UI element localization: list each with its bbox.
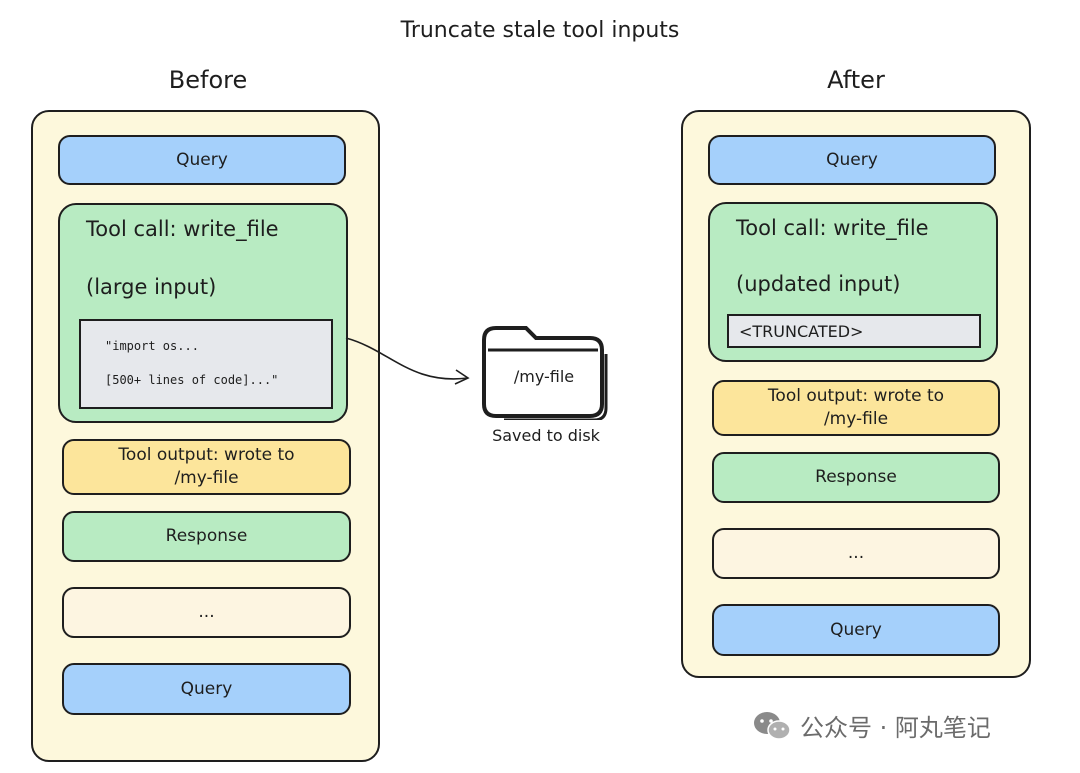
watermark-text: 公众号 · 阿丸笔记 — [800, 714, 991, 742]
after-tool-output: Tool output: wrote to /my-file — [712, 380, 1000, 436]
before-tool-output: Tool output: wrote to /my-file — [62, 439, 351, 495]
folder-caption: Saved to disk — [492, 426, 600, 445]
before-code-block: "import os... [500+ lines of code]..." — [79, 319, 333, 409]
before-query-bottom: Query — [62, 663, 351, 715]
after-query-top: Query — [708, 135, 996, 185]
after-tool-call: Tool call: write_file (updated input) <T… — [708, 202, 998, 362]
diagram-title: Truncate stale tool inputs — [400, 18, 680, 43]
after-response: Response — [712, 452, 1000, 503]
arrow-to-folder — [345, 337, 470, 385]
code-line-2: [500+ lines of code]..." — [105, 373, 279, 387]
after-ellipsis: ... — [712, 528, 1000, 579]
before-ellipsis: ... — [62, 587, 351, 638]
truncated-input: <TRUNCATED> — [727, 314, 981, 348]
after-query-bottom: Query — [712, 604, 1000, 656]
after-tool-call-sub: (updated input) — [736, 272, 901, 296]
before-tool-call-sub: (large input) — [86, 275, 217, 299]
folder-label: /my-file — [513, 367, 575, 386]
after-heading: After — [827, 66, 885, 94]
before-response: Response — [62, 511, 351, 562]
before-tool-call-label: Tool call: write_file — [86, 217, 279, 241]
code-line-1: "import os... — [105, 339, 199, 353]
wechat-icon — [754, 711, 791, 740]
before-heading: Before — [168, 66, 248, 94]
before-tool-call: Tool call: write_file (large input) "imp… — [58, 203, 348, 423]
after-tool-call-label: Tool call: write_file — [736, 216, 929, 240]
before-query-top: Query — [58, 135, 346, 185]
watermark: 公众号 · 阿丸笔记 — [752, 708, 991, 743]
